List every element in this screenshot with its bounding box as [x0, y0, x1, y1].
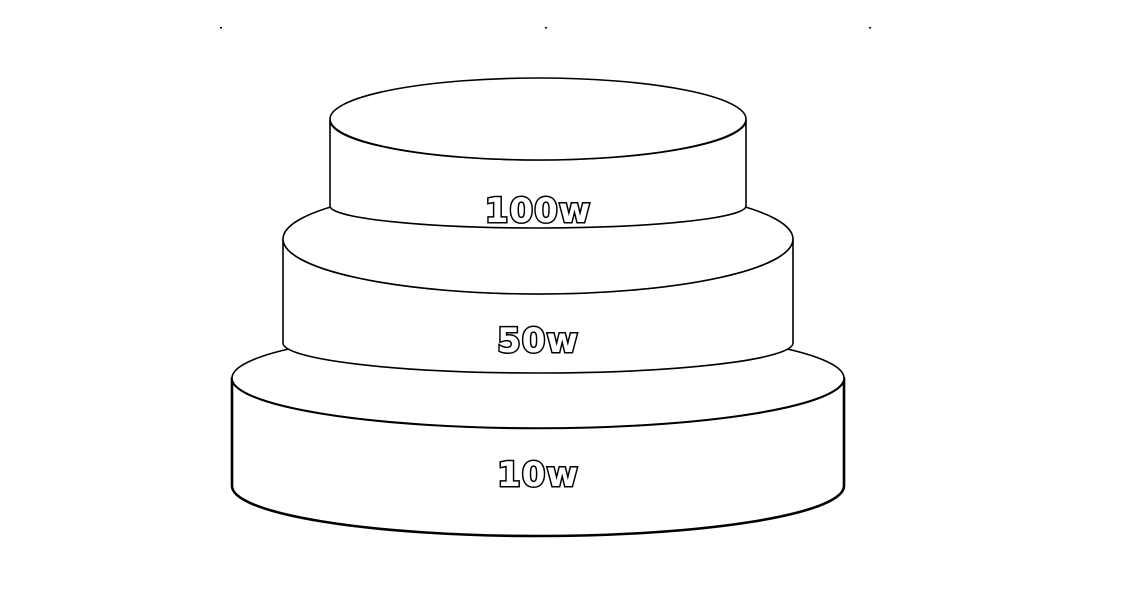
top-tier-top-face — [329, 77, 747, 161]
edge-speck — [545, 27, 547, 29]
edge-speck — [869, 27, 871, 29]
middle-tier-label: 50w — [497, 321, 579, 361]
bottom-tier-label: 10w — [497, 455, 579, 495]
top-tier-label: 100w — [485, 191, 591, 231]
edge-speck — [220, 27, 222, 29]
top-tier — [329, 77, 747, 229]
